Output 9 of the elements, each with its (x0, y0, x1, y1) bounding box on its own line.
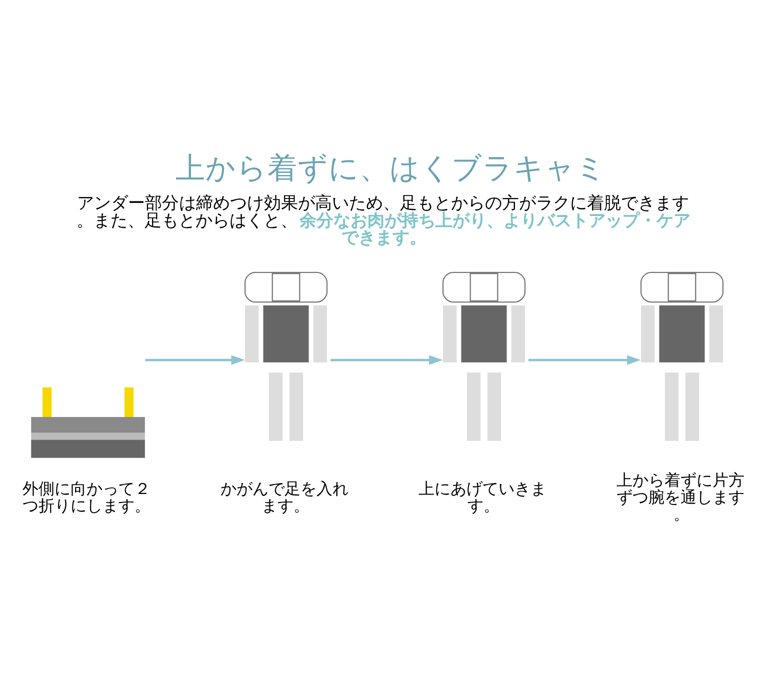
arrow (330, 355, 443, 365)
arrow (145, 355, 245, 365)
label: アンダー部分は締めつけ効果が高いため、足もとからの方がラクに着脱できます。また、足もとからはくと、余分なお肉が持ち上がり、よりバストアップ・ケアできます。 (76, 194, 691, 248)
node-label: かがんで足を入れます。 (220, 478, 349, 516)
node-label: 外側に向かって２つ折りにします。 (22, 478, 151, 516)
diagram-title: 上から着ずに、はくブラキャミ (176, 150, 607, 185)
node-label: 上から着ずに片方ずつ腕を通します。 (616, 470, 745, 524)
node-label: 上にあげていきます。 (418, 478, 547, 516)
arrow (528, 355, 641, 365)
